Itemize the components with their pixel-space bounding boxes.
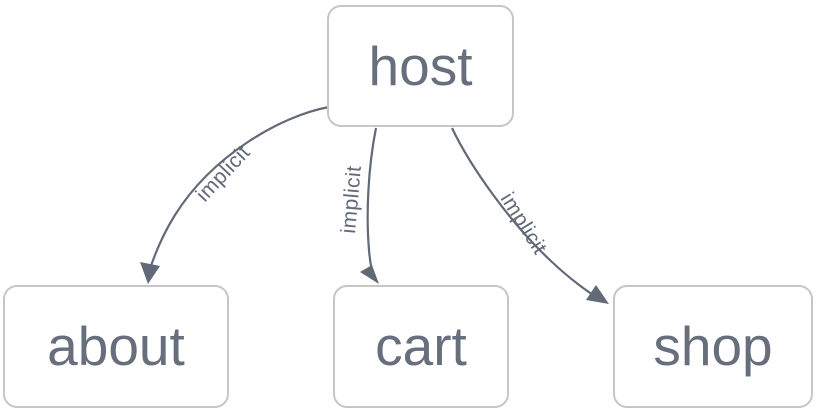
- edge-host-about[interactable]: implicit: [140, 105, 330, 284]
- edge-host-shop[interactable]: implicit: [451, 127, 609, 304]
- edge-host-shop-path: [451, 127, 599, 299]
- node-shop[interactable]: shop: [613, 285, 813, 408]
- arrowhead-shop-icon: [586, 285, 609, 304]
- arrowhead-about-icon: [140, 262, 160, 284]
- edge-label-host-shop: implicit: [496, 189, 552, 259]
- edge-label-host-cart: implicit: [337, 164, 366, 234]
- edge-host-cart-path: [366, 127, 378, 279]
- node-host-label: host: [368, 34, 473, 97]
- node-cart[interactable]: cart: [333, 285, 509, 408]
- arrowhead-cart-icon: [360, 265, 379, 284]
- edge-label-host-about: implicit: [192, 141, 255, 207]
- edge-host-cart[interactable]: implicit: [337, 127, 379, 284]
- node-shop-label: shop: [653, 315, 773, 377]
- node-cart-label: cart: [375, 315, 467, 377]
- node-host[interactable]: host: [327, 5, 514, 127]
- node-about-label: about: [47, 315, 185, 377]
- edge-host-about-path: [146, 105, 330, 276]
- node-about[interactable]: about: [3, 285, 229, 408]
